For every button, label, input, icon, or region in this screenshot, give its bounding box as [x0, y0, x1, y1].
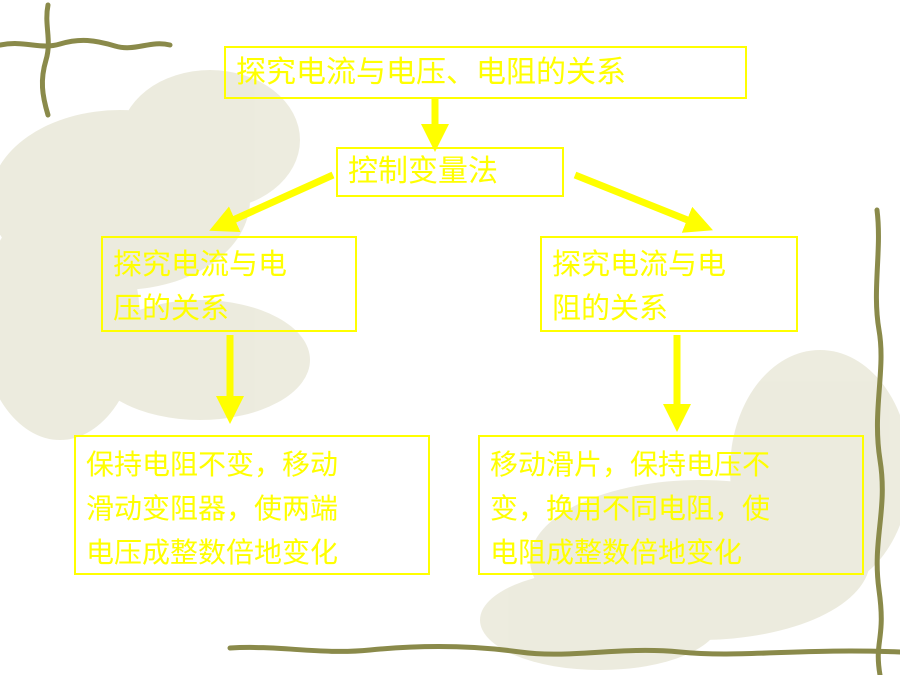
left-branch-line-1: 探究电流与电	[113, 247, 288, 281]
right-detail-line-3: 电阻成整数倍地变化	[490, 536, 743, 569]
title-box: 探究电流与电压、电阻的关系	[224, 46, 747, 99]
right-detail-box: 移动滑片，保持电压不 变，换用不同电阻，使 电阻成整数倍地变化	[478, 435, 864, 575]
vine-bottom	[227, 643, 900, 657]
method-box: 控制变量法	[336, 147, 564, 197]
right-branch-line-2: 阻的关系	[552, 291, 669, 325]
left-detail-box: 保持电阻不变，移动 滑动变阻器，使两端 电压成整数倍地变化	[74, 435, 430, 575]
right-detail-line-1: 移动滑片，保持电压不	[490, 448, 771, 481]
left-detail-line-1: 保持电阻不变，移动	[86, 448, 339, 481]
left-branch-line-2: 压的关系	[113, 291, 230, 325]
right-branch-line-1: 探究电流与电	[552, 247, 727, 281]
vine-top-left	[0, 2, 173, 118]
method-text: 控制变量法	[348, 154, 498, 189]
title-text: 探究电流与电压、电阻的关系	[236, 55, 626, 90]
right-branch-box: 探究电流与电 阻的关系	[540, 236, 798, 332]
left-branch-box: 探究电流与电 压的关系	[101, 236, 357, 332]
left-detail-line-3: 电压成整数倍地变化	[86, 536, 339, 569]
vine-right	[873, 207, 885, 675]
right-detail-line-2: 变，换用不同电阻，使	[490, 492, 771, 525]
left-detail-line-2: 滑动变阻器，使两端	[86, 492, 339, 525]
